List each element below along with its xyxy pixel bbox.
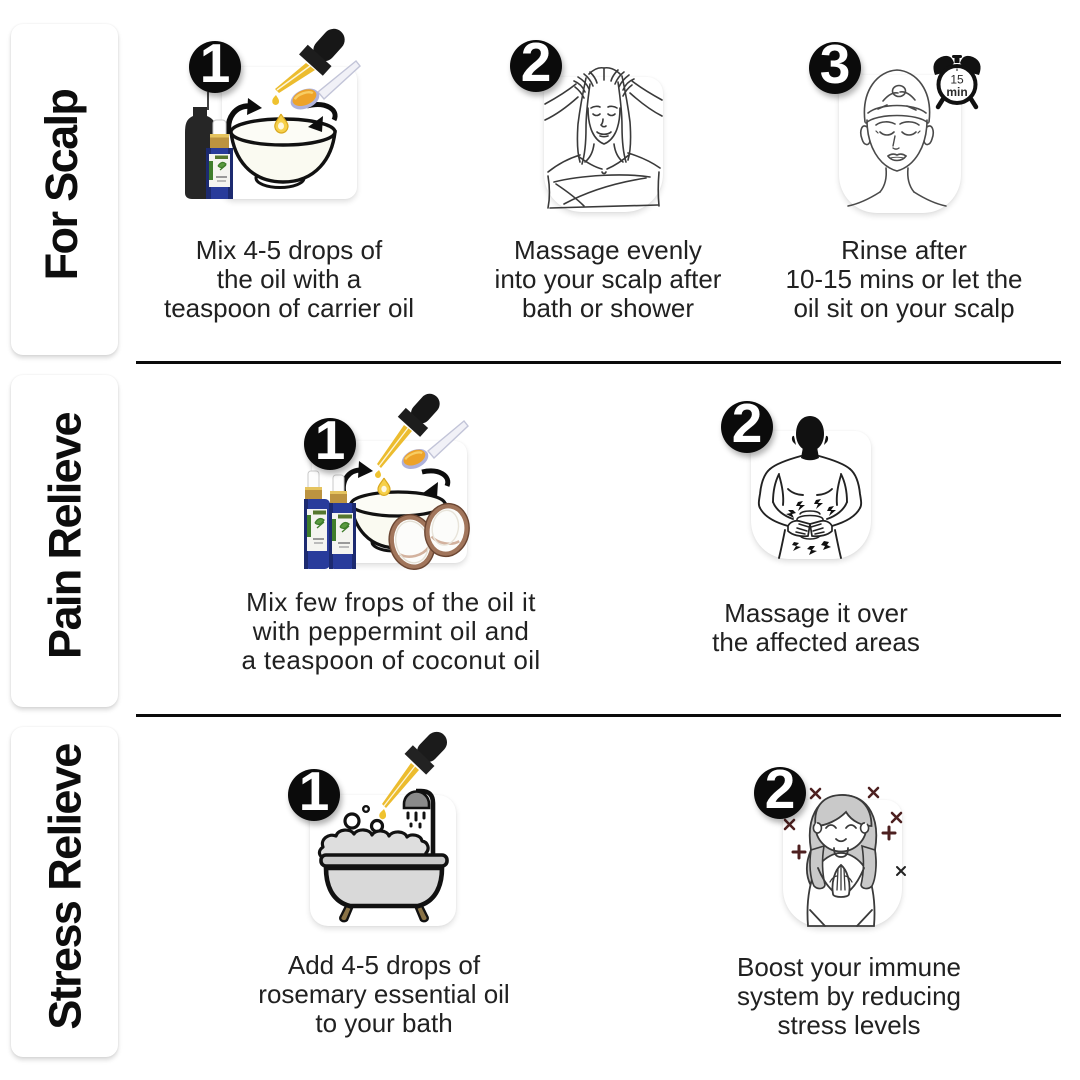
svg-text:min: min <box>946 85 967 99</box>
svg-text:15: 15 <box>950 73 964 87</box>
